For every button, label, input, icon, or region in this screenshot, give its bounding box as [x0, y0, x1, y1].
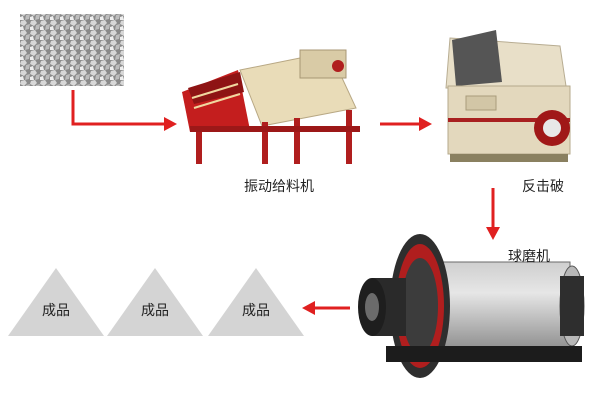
ball-mill-label: 球磨机: [508, 249, 550, 265]
raw-stone-image: [20, 14, 124, 86]
product-label-1: 成品: [42, 303, 70, 319]
product-pile-3: [208, 268, 304, 336]
vibrating-feeder-label: 振动给料机: [244, 179, 314, 195]
impact-crusher-image: [445, 30, 571, 162]
product-pile-2: [107, 268, 203, 336]
impact-crusher-label: 反击破: [522, 179, 564, 195]
product-pile-1: [8, 268, 104, 336]
arrow-feeder-to-crusher: [380, 117, 432, 131]
product-label-3: 成品: [242, 303, 270, 319]
arrow-stone-to-feeder: [71, 90, 177, 131]
ball-mill-image: [358, 234, 585, 378]
arrow-mill-to-products: [302, 301, 350, 315]
product-label-2: 成品: [141, 303, 169, 319]
arrow-crusher-to-mill: [486, 188, 500, 240]
vibrating-feeder-image: [182, 49, 360, 164]
